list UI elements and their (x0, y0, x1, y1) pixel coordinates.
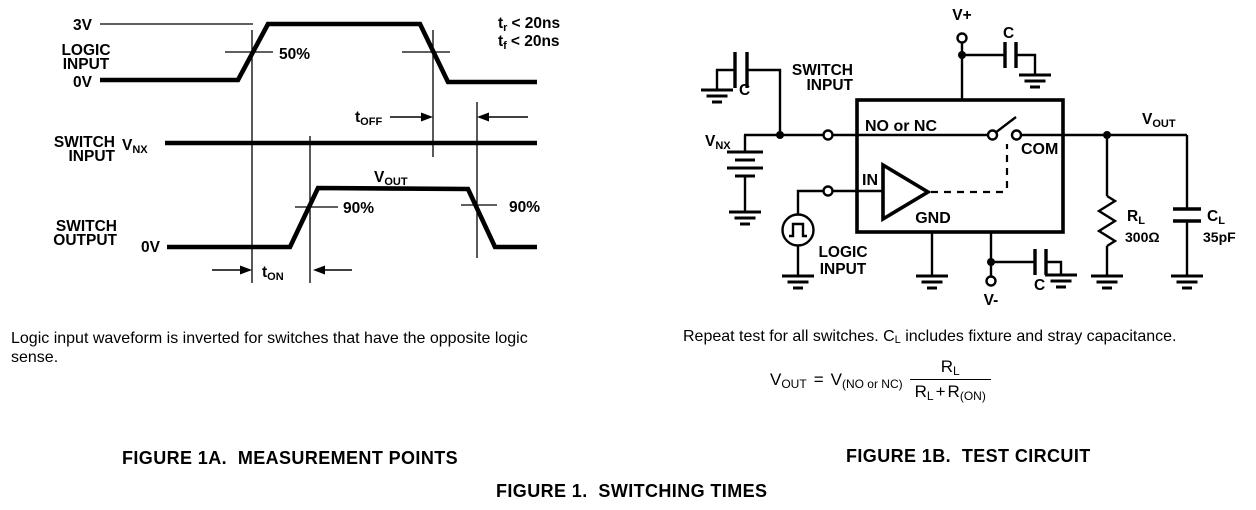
ton-right-arrowhead (313, 265, 325, 275)
vplus-supply-network (956, 32, 1053, 100)
note-text-pre: Repeat test for all switches. C (683, 328, 895, 345)
ton-dimension-arrows (212, 265, 352, 275)
switch-input-label-line2: INPUT (807, 77, 854, 94)
ground-icon (1043, 273, 1079, 289)
gnd-pin-label: GND (915, 210, 951, 227)
note-text-post: includes fixture and stray capacitance. (900, 328, 1177, 345)
cap-ground-wire (715, 68, 735, 90)
cap-ground-wire (1016, 53, 1037, 75)
buffer-triangle-icon (881, 161, 932, 223)
figure-1-caption: FIGURE 1. SWITCHING TIMES (496, 481, 768, 501)
vminus-label: V- (984, 292, 999, 309)
ton-left-arrowhead (240, 265, 252, 275)
switch-input-label-line1: SWITCH (54, 134, 115, 151)
logic-low-level-label: 0V (73, 74, 93, 91)
vminus-cap-label: C (1034, 277, 1045, 294)
cl-value-label: 35pF (1203, 229, 1236, 245)
switch-input-label-line1: SWITCH (792, 62, 853, 79)
switch-throw-contact (1010, 129, 1023, 141)
vplus-cap-label: C (1003, 25, 1014, 42)
logic-high-level-label: 3V (73, 17, 93, 34)
fall-time-spec: tf< 20ns (498, 33, 560, 52)
toff-right-arrowhead (477, 112, 489, 122)
ground-icon (780, 274, 816, 290)
cap-to-node-wire (747, 68, 782, 135)
threshold-90pct-fall-label: 90% (509, 199, 540, 216)
vnx-source-network (727, 129, 857, 226)
ton-label: tON (262, 264, 284, 283)
switch-output-label-line2: OUTPUT (53, 232, 117, 249)
node-dot (776, 131, 784, 139)
gnd-pin-network (914, 232, 950, 290)
figure-1a-caption: FIGURE 1A. MEASUREMENT POINTS (122, 448, 459, 468)
toff-dimension-arrows (390, 112, 528, 122)
rl-label: RL (1127, 208, 1145, 227)
output-low-level-label: 0V (141, 239, 161, 256)
eq-fraction: RL RL+R(ON) (909, 357, 991, 402)
figure-1b-note: Repeat test for all switches. CL include… (683, 327, 1207, 346)
eq-equals-sign: = (813, 369, 824, 389)
switch-output-waveform (167, 185, 537, 250)
ground-icon (914, 274, 950, 290)
switch-blade-icon (994, 116, 1017, 134)
figure-1b-test-circuit-diagram: V+ C C SWITCH INPUT VNX NO or NC COM IN … (699, 7, 1236, 309)
logic-input-label-line1: LOGIC (61, 42, 110, 59)
no-nc-pin-label: NO or NC (865, 118, 937, 135)
switch-output-label-line1: SWITCH (56, 218, 117, 235)
ground-icon (1089, 274, 1125, 290)
switch-input-label-line2: INPUT (69, 148, 116, 165)
logic-buffer (857, 144, 1009, 223)
logic-input-trace (100, 21, 537, 85)
cap-ground-wire (1046, 260, 1063, 275)
ground-icon (1017, 73, 1053, 89)
vout-label: VOUT (1142, 111, 1176, 130)
cl-label: CL (1207, 208, 1225, 227)
switch-input-cap-network (699, 52, 782, 135)
in-pin-label: IN (862, 172, 878, 189)
rl-value-label: 300Ω (1125, 229, 1160, 245)
switch-pole-contact (986, 129, 999, 141)
com-pin-label: COM (1021, 141, 1058, 158)
threshold-50pct-label: 50% (279, 46, 310, 63)
vminus-supply-network (985, 232, 1079, 289)
logic-input-source (780, 185, 857, 290)
logic-input-label-line2: INPUT (63, 56, 110, 73)
eq-numerator: RL (940, 357, 960, 378)
vnx-source-label: VNX (705, 133, 731, 152)
resistor-icon (1096, 194, 1118, 248)
figure-1a-waveform-diagram: LOGIC INPUT 3V 0V 50% tr< 20ns tf< 20ns … (53, 15, 560, 283)
vplus-label: V+ (952, 7, 971, 24)
rise-time-spec: tr< 20ns (498, 15, 560, 34)
vout-waveform-label: VOUT (374, 169, 408, 188)
ground-icon (699, 88, 735, 104)
figure-1a-note: Logic input waveform is inverted for swi… (11, 330, 528, 367)
ground-icon (727, 210, 763, 226)
logic-input-waveform (100, 21, 537, 85)
vout-equation: VOUT = V(NO or NC) RL RL+R(ON) (770, 357, 991, 402)
eq-source-term: V(NO or NC) (830, 369, 903, 391)
toff-label: tOFF (355, 109, 382, 128)
source-wire (796, 189, 823, 215)
output-load-network (1089, 131, 1205, 290)
switch-output-trace (167, 185, 537, 250)
vnx-level-label: VNX (122, 137, 148, 156)
note-cl-subscript: L (894, 334, 901, 346)
in-terminal (822, 185, 834, 197)
logic-input-label-line1: LOGIC (818, 244, 867, 261)
switch-input-cap-label: C (739, 82, 750, 99)
figure-1b-caption: FIGURE 1B. TEST CIRCUIT (846, 446, 1091, 466)
pulse-generator-icon (781, 213, 815, 247)
pulse-glyph-icon (789, 222, 807, 238)
logic-input-label-line2: INPUT (820, 261, 867, 278)
toff-left-arrowhead (421, 112, 433, 122)
vminus-terminal (985, 275, 997, 287)
ground-icon (1169, 274, 1205, 290)
eq-lhs: VOUT (770, 369, 807, 391)
no-nc-terminal (822, 129, 834, 141)
eq-denominator: RL+R(ON) (909, 379, 991, 402)
vplus-terminal (956, 32, 968, 44)
threshold-90pct-rise-label: 90% (343, 200, 374, 217)
